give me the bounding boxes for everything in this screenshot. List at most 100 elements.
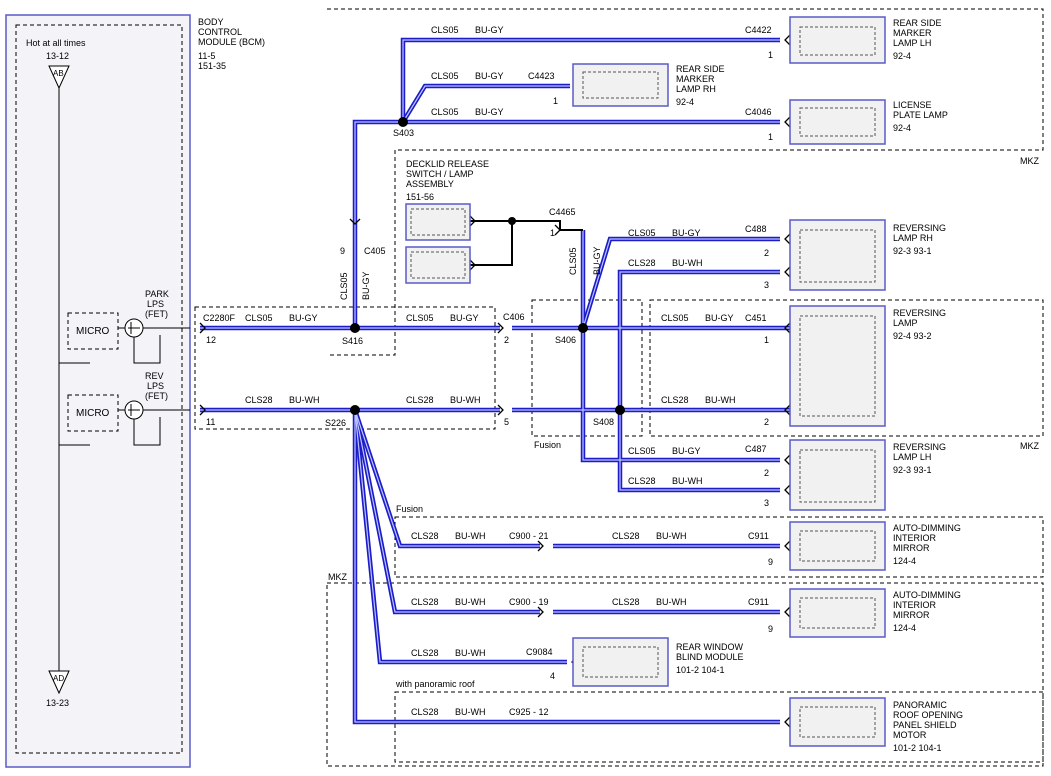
conn-label: C488 [745,224,767,234]
mkz-lower-region [326,582,1044,767]
comp-text: AUTO-DIMMING [893,523,961,533]
wire-label-vertical: CLS05 [568,247,578,275]
comp-text: PANEL SHIELD [893,720,957,730]
comp-text: 101-2 104-1 [676,665,725,675]
c405-label: C405 [364,246,386,256]
fusion-label-2: Fusion [396,504,423,514]
component-rear-side-marker-lh [789,16,886,64]
wire-color: BU-WH [656,597,687,607]
component-panoramic-motor [789,697,886,747]
splice-s406 [578,323,588,333]
fusion-mirror-region [394,516,1044,578]
comp-text: 92-4 [893,123,911,133]
comp-text: LAMP LH [893,452,931,462]
comp-text: REVERSING [893,223,946,233]
comp-text: BLIND MODULE [676,652,744,662]
comp-text: DECKLID RELEASE [406,159,489,169]
conn-label: C911 [748,531,769,541]
conn-label: C451 [745,313,767,323]
comp-text: SWITCH / LAMP [406,169,474,179]
pin-label: 1 [764,335,769,345]
splice-s416 [350,323,360,333]
wire-label: CLS28 [661,395,689,405]
wire-label: CLS28 [411,597,439,607]
comp-text: LAMP [893,318,918,328]
wire-color: BU-WH [289,395,320,405]
conn-label: C4422 [745,25,772,35]
connector-arrows [199,34,791,728]
comp-text: 92-3 93-1 [893,246,932,256]
park-line3: (FET) [145,309,168,319]
comp-text: REAR SIDE [893,18,942,28]
fusion-label-1: Fusion [534,440,561,450]
pin-label: 4 [550,671,555,681]
component-reversing-lamp-lh [789,439,886,511]
pin-label: 2 [764,248,769,258]
rev-line3: (FET) [145,391,168,401]
micro1-label: MICRO [76,326,110,337]
wire-label: CLS28 [612,597,640,607]
component-rear-window-blind [572,637,669,687]
pin-label: 1 [768,132,773,142]
comp-text: 124-4 [893,623,916,633]
bcm-title-2: CONTROL [198,27,242,37]
bcm-title-4: 11-5 [198,51,215,61]
wire-color: BU-GY [705,313,734,323]
s416-label: S416 [342,336,363,346]
comp-text: 92-4 [893,51,911,61]
mid-conn-label: C925 - 12 [509,707,549,717]
mkz-label-3: MKZ [328,572,348,582]
panoramic-region [394,691,1044,763]
splice-s403 [398,117,408,127]
comp-text: REAR WINDOW [676,642,744,652]
hot-label: Hot at all times [26,38,86,48]
wire-label: CLS05 [431,71,459,81]
wire-label: CLS28 [411,707,439,717]
wire-label: CLS28 [406,395,434,405]
wire-label: CLS28 [628,258,656,268]
conn-label: C9084 [526,647,553,657]
component-license-plate-lamp [789,99,886,145]
conn-label: C4046 [745,107,772,117]
c2280f-label: C2280F [203,313,236,323]
wire-label: CLS05 [431,25,459,35]
pin-label: 1 [768,50,773,60]
splice-s226 [350,405,360,415]
wire-color: BU-WH [672,258,703,268]
wire-color-vertical: BU-GY [592,246,602,275]
comp-text: LICENSE [893,100,932,110]
wire-color: BU-WH [455,707,486,717]
bcm-title-5: 151-35 [198,61,226,71]
wire-color: BU-WH [455,531,486,541]
mkz-label-2: MKZ [1020,441,1040,451]
s403-label: S403 [393,128,414,138]
pin-11: 11 [206,417,215,427]
wire-color: BU-GY [672,446,701,456]
micro1-box [67,312,119,350]
comp-text: REVERSING [893,308,946,318]
wire-color: BU-GY [672,228,701,238]
comp-text: MIRROR [893,610,930,620]
wire-color: BU-WH [672,476,703,486]
wire-label: CLS28 [628,476,656,486]
mkz-label-1: MKZ [1020,156,1040,166]
top-tri-label: AB [53,69,64,78]
mkz-reversing-region [649,299,1044,437]
wire-color: BU-WH [455,648,486,658]
comp-text: 124-4 [893,556,916,566]
s408-label: S408 [593,417,614,427]
component-decklid-switch [405,203,471,284]
component-mirror-mkz [789,588,886,638]
decklid-wires [470,220,583,266]
pin-label: 2 [764,468,769,478]
wire-label: CLS05 [628,446,656,456]
wire-label: CLS05 [661,313,689,323]
pin-label: 3 [764,280,769,290]
panoramic-label: with panoramic roof [395,679,475,689]
micro2-label: MICRO [76,408,110,419]
c4465-label: C4465 [549,207,576,217]
pin-2: 2 [504,335,509,345]
component-reversing-lamp-rh [789,219,886,291]
top-triangle [48,65,70,90]
